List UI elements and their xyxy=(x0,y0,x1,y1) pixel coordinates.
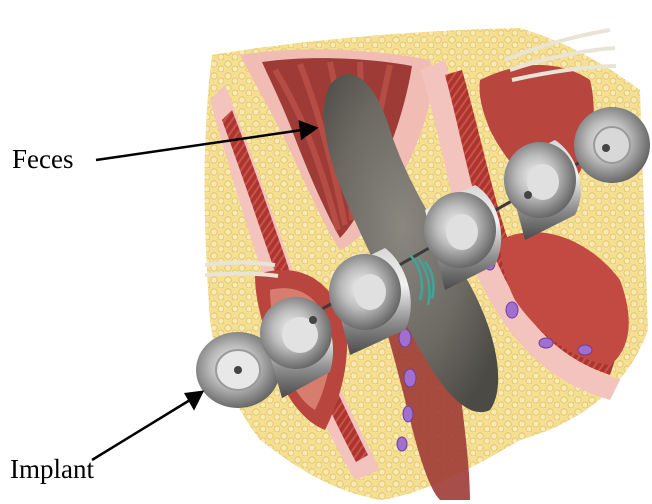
feces-label: Feces xyxy=(12,146,73,173)
implant-label: Implant xyxy=(10,456,94,483)
arrow-icon xyxy=(92,392,202,460)
